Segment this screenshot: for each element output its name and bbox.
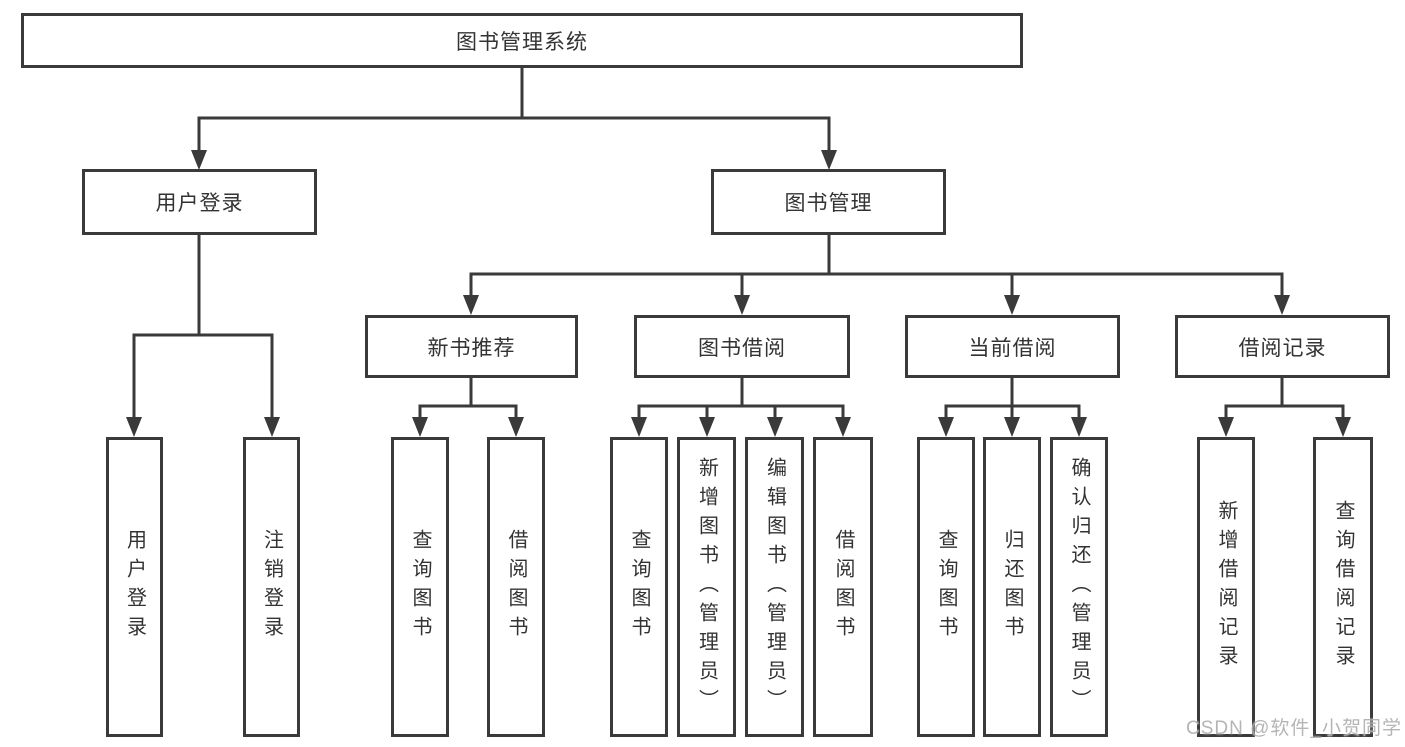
node-book-borrow: 图书借阅 bbox=[634, 315, 850, 378]
arrowhead-icon bbox=[821, 150, 837, 170]
leaf-current-confirm-return-admin: 确认归还（管理员） bbox=[1050, 437, 1108, 737]
arrowhead-icon bbox=[191, 150, 207, 170]
node-root-system: 图书管理系统 bbox=[21, 13, 1023, 68]
leaf-newrec-borrow-books: 借阅图书 bbox=[487, 437, 545, 737]
leaf-borrow-query-books: 查询图书 bbox=[610, 437, 668, 737]
leaf-current-query-books: 查询图书 bbox=[917, 437, 975, 737]
arrowhead-icon bbox=[938, 417, 954, 437]
connector-borrow-bar bbox=[637, 404, 845, 424]
arrowhead-icon bbox=[699, 417, 715, 437]
leaf-records-query-record: 查询借阅记录 bbox=[1313, 437, 1373, 737]
arrowhead-icon bbox=[1071, 417, 1087, 437]
arrowhead-icon bbox=[1274, 295, 1290, 315]
leaf-borrow-edit-books-admin: 编辑图书（管理员） bbox=[745, 437, 804, 737]
arrowhead-icon bbox=[1335, 417, 1351, 437]
arrowhead-icon bbox=[126, 417, 142, 437]
node-user-login: 用户登录 bbox=[82, 169, 317, 235]
leaf-logout: 注销登录 bbox=[243, 437, 300, 737]
connector-newrec-bar bbox=[418, 404, 518, 424]
arrowhead-icon bbox=[835, 417, 851, 437]
leaf-current-return-books: 归还图书 bbox=[983, 437, 1041, 737]
connector-level3-bar bbox=[469, 272, 1284, 302]
leaf-newrec-query-books: 查询图书 bbox=[391, 437, 449, 737]
connector-level2-bar bbox=[197, 116, 831, 155]
leaf-borrow-add-books-admin: 新增图书（管理员） bbox=[677, 437, 736, 737]
arrowhead-icon bbox=[734, 295, 750, 315]
arrowhead-icon bbox=[508, 417, 524, 437]
node-book-management: 图书管理 bbox=[711, 169, 946, 235]
leaf-user-login: 用户登录 bbox=[106, 437, 163, 737]
arrowhead-icon bbox=[264, 417, 280, 437]
node-borrow-records: 借阅记录 bbox=[1175, 315, 1390, 378]
leaf-records-add-record: 新增借阅记录 bbox=[1197, 437, 1255, 737]
csdn-watermark: CSDN @软件_小贺同学 bbox=[1186, 718, 1402, 739]
node-current-borrow: 当前借阅 bbox=[905, 315, 1120, 378]
connector-login-bar bbox=[132, 333, 274, 424]
node-new-book-recommend: 新书推荐 bbox=[365, 315, 578, 378]
arrowhead-icon bbox=[631, 417, 647, 437]
arrowhead-icon bbox=[1004, 417, 1020, 437]
connector-record-bar bbox=[1224, 404, 1345, 424]
arrowhead-icon bbox=[463, 295, 479, 315]
arrowhead-icon bbox=[412, 417, 428, 437]
arrowhead-icon bbox=[1004, 295, 1020, 315]
arrowhead-icon bbox=[767, 417, 783, 437]
leaf-borrow-borrow-books: 借阅图书 bbox=[813, 437, 873, 737]
arrowhead-icon bbox=[1218, 417, 1234, 437]
